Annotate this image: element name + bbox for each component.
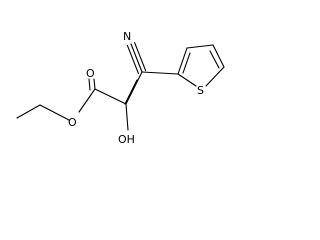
bond-to-thiophene: [141, 71, 179, 75]
bond-to-hydroxyl: [125, 103, 129, 131]
alkene-double-bond: [124, 71, 143, 105]
ethyl-ester-chain: [16, 88, 96, 121]
ester-oxygen-label: O: [68, 116, 77, 129]
thiophene-ring: [177, 44, 225, 87]
nitrile-group: [126, 42, 147, 74]
sulfur-label: S: [197, 84, 204, 97]
ester-carbonyl: [88, 78, 127, 105]
carbonyl-oxygen-label: O: [86, 67, 95, 80]
structure-diagram: N O O OH S: [16, 30, 225, 146]
hydroxyl-label: OH: [118, 133, 135, 146]
nitrogen-label: N: [123, 30, 131, 43]
